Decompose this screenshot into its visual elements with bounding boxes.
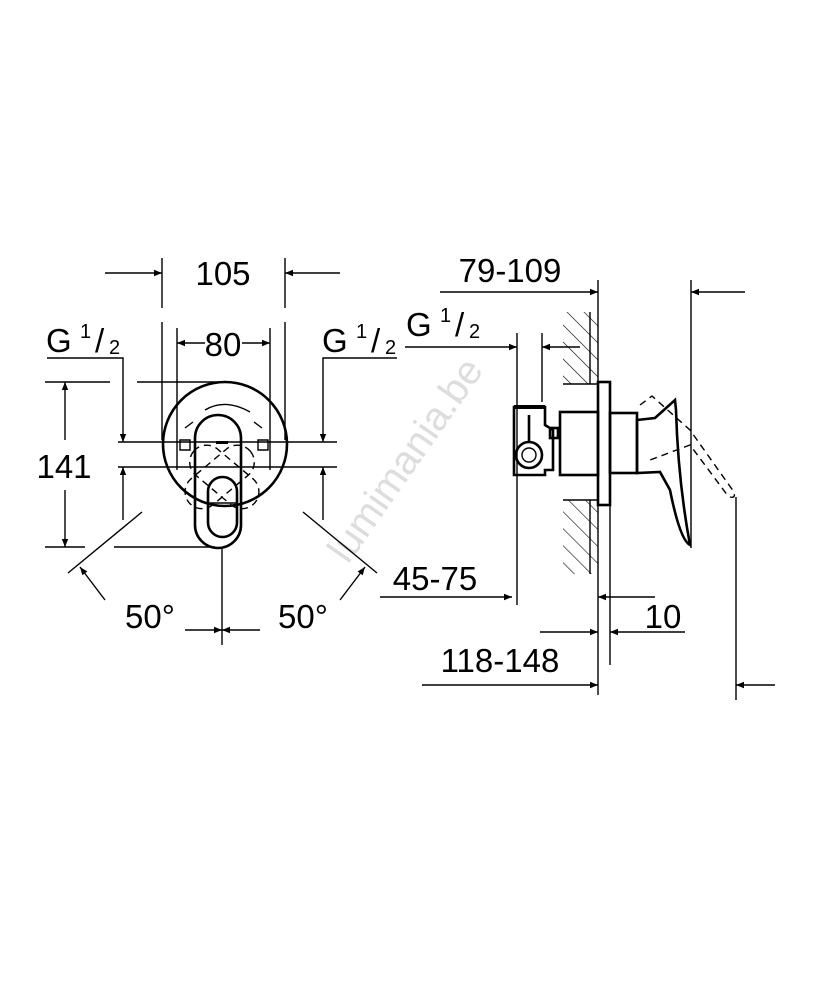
connector-block <box>512 405 555 477</box>
dashed-handle-right <box>188 444 260 510</box>
dashed-lever <box>639 395 736 499</box>
dim-141: 141 <box>36 448 91 485</box>
thread-left-label: G 1 / 2 <box>46 321 120 359</box>
watermark: lumimania.be <box>319 350 491 570</box>
valve-body <box>558 410 600 477</box>
dim-45-75: 45-75 <box>393 560 477 597</box>
dim-79-109: 79-109 <box>459 252 562 289</box>
dashed-handle-left <box>184 444 256 510</box>
lever-side <box>635 397 692 548</box>
dim-80: 80 <box>205 326 242 363</box>
cartridge-cover <box>608 411 639 475</box>
thread-right-label: G 1 / 2 <box>322 321 396 359</box>
side-thread-label: G 1 / 2 <box>406 305 480 343</box>
side-view: 79-109 G 1 / 2 45-75 <box>380 252 775 700</box>
wall-hatch-top <box>563 312 598 384</box>
wall-plate <box>596 380 612 507</box>
dim-105: 105 <box>195 255 250 292</box>
dim-118-148: 118-148 <box>441 642 560 679</box>
rosette <box>161 380 289 508</box>
front-view: 105 80 G 1 / 2 G 1 / 2 141 <box>36 255 397 645</box>
lever-grip <box>206 475 239 539</box>
wall-hatch-bottom <box>563 500 598 574</box>
dim-10: 10 <box>645 598 682 635</box>
angle-right: 50° <box>278 598 328 635</box>
lever-handle <box>193 413 243 550</box>
angle-left: 50° <box>125 598 175 635</box>
